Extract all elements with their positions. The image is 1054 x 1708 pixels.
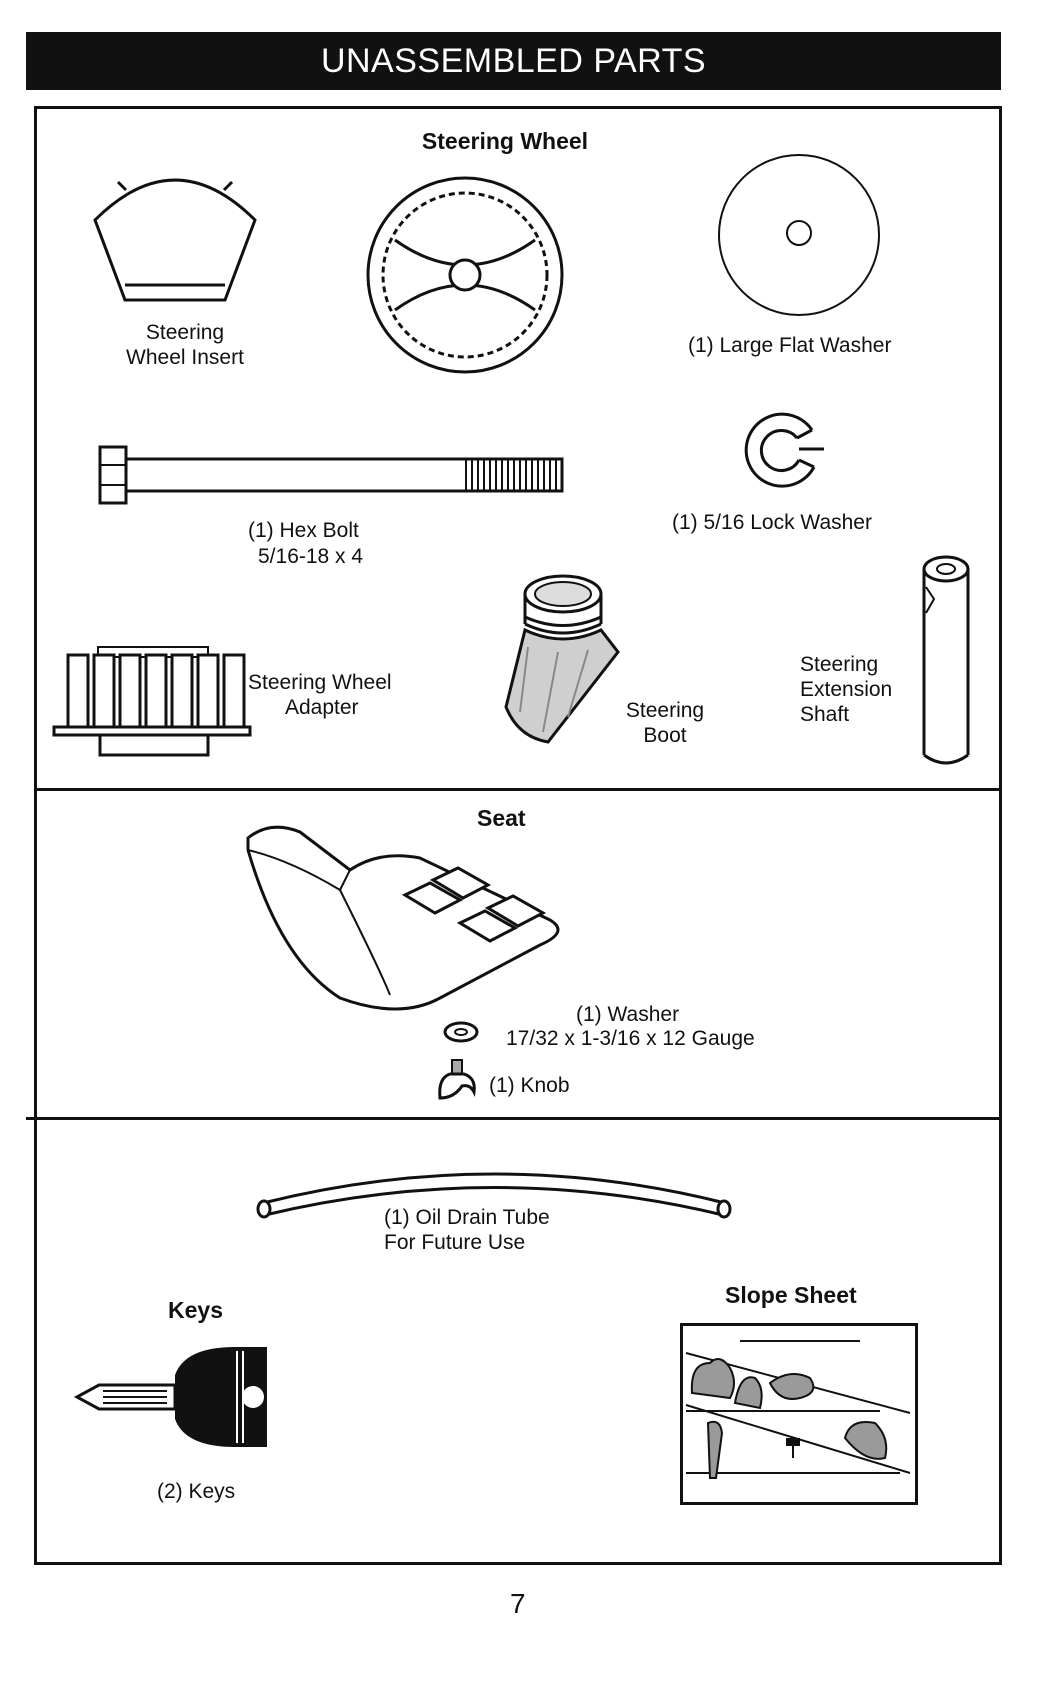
washer-label-1: (1) Washer	[576, 1002, 679, 1028]
steering-extension-shaft-label-3: Shaft	[800, 702, 849, 728]
slope-sheet-illustration	[680, 1323, 918, 1505]
hex-bolt-label-1: (1) Hex Bolt	[248, 518, 359, 544]
washer-label-2: 17/32 x 1-3/16 x 12 Gauge	[506, 1026, 755, 1052]
large-flat-washer-label: (1) Large Flat Washer	[688, 333, 891, 359]
page-number: 7	[510, 1588, 526, 1620]
hex-bolt-illustration	[98, 445, 578, 505]
steering-wheel-heading: Steering Wheel	[380, 128, 630, 154]
large-flat-washer-illustration	[717, 153, 881, 317]
slope-sheet-heading: Slope Sheet	[725, 1282, 857, 1308]
steering-wheel-adapter-label-2: Adapter	[285, 695, 359, 721]
keys-label: (2) Keys	[157, 1479, 235, 1505]
page-title: UNASSEMBLED PARTS	[26, 32, 1001, 90]
washer-illustration	[443, 1020, 479, 1044]
oil-drain-tube-label-1: (1) Oil Drain Tube	[384, 1205, 550, 1231]
lock-washer-illustration	[742, 405, 832, 495]
oil-drain-tube-label-2: For Future Use	[384, 1230, 525, 1256]
steering-wheel-insert-label-1: Steering	[100, 320, 270, 346]
steering-wheel-illustration	[365, 170, 565, 380]
lock-washer-label: (1) 5/16 Lock Washer	[672, 510, 872, 536]
steering-extension-shaft-label-1: Steering	[800, 652, 878, 678]
hex-bolt-label-2: 5/16-18 x 4	[258, 544, 363, 570]
steering-wheel-insert-illustration	[90, 160, 270, 310]
keys-heading: Keys	[168, 1297, 223, 1323]
key-illustration	[75, 1345, 275, 1450]
steering-boot-label-2: Boot	[615, 723, 715, 749]
knob-label: (1) Knob	[489, 1073, 570, 1099]
steering-extension-shaft-illustration	[920, 555, 972, 770]
knob-illustration	[434, 1058, 478, 1102]
steering-wheel-insert-label-2: Wheel Insert	[100, 345, 270, 371]
steering-boot-label-1: Steering	[615, 698, 715, 724]
seat-illustration	[240, 820, 620, 1020]
steering-wheel-adapter-illustration	[52, 645, 252, 757]
steering-wheel-adapter-label-1: Steering Wheel	[248, 670, 392, 696]
steering-extension-shaft-label-2: Extension	[800, 677, 892, 703]
